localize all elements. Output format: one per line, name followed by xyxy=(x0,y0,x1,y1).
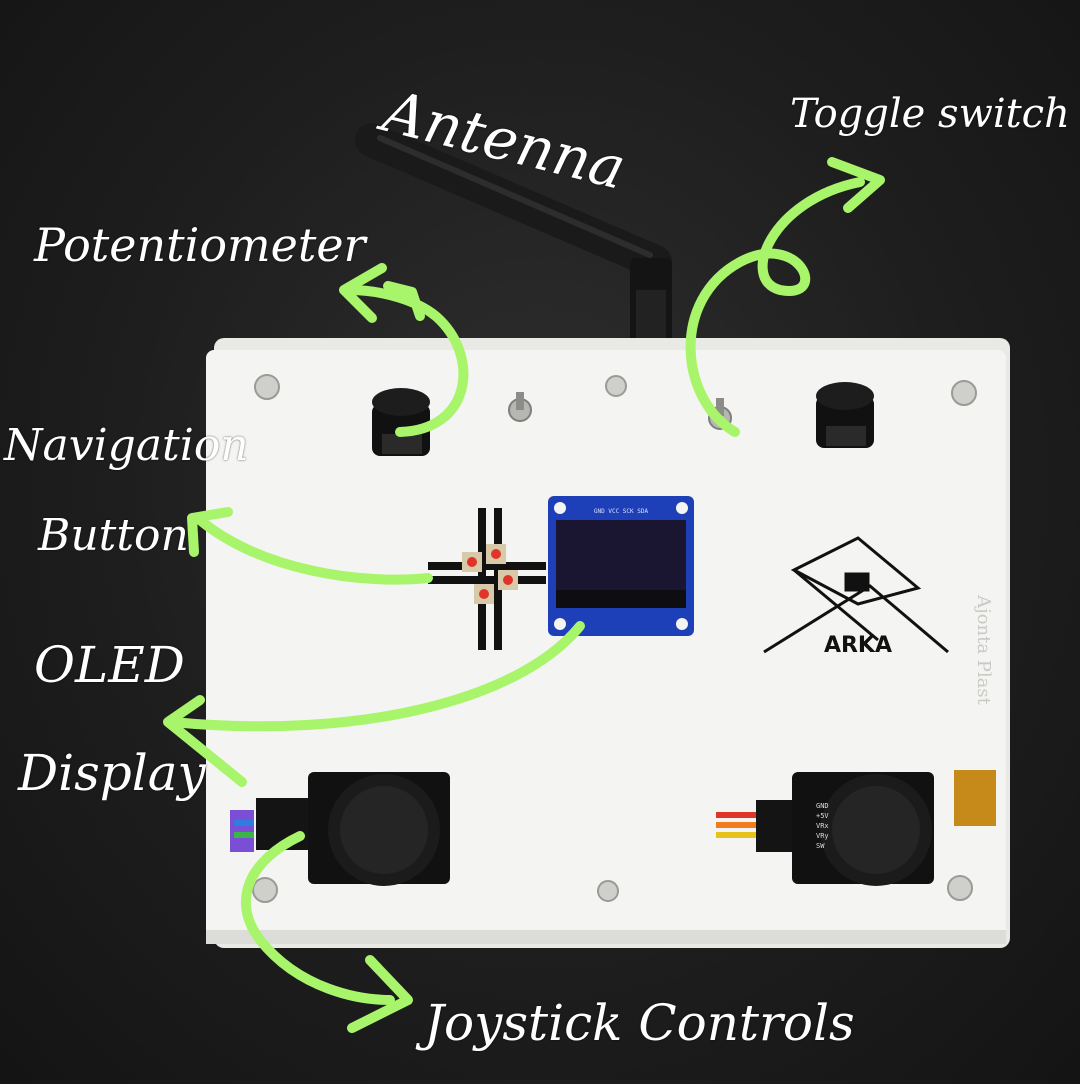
joystick-pin-vrx: VRx xyxy=(816,822,829,830)
potentiometer-arrowhead-2 xyxy=(383,281,425,321)
side-branding-text: Ajonta Plast xyxy=(973,594,994,706)
logo-text: ARKA xyxy=(824,633,892,658)
joystick-arrow xyxy=(240,831,395,1005)
oled-display: GND VCC SCK SDA xyxy=(548,496,694,636)
joystick-pin-vry: VRy xyxy=(816,832,829,840)
oled-arrowhead xyxy=(163,695,247,787)
antenna xyxy=(355,123,672,346)
screws xyxy=(252,374,977,903)
navigation-arrow xyxy=(195,515,433,585)
potentiometer-right xyxy=(816,382,874,448)
small-module xyxy=(954,770,996,826)
label-toggle-switch: Toggle switch xyxy=(790,91,1070,137)
label-oled-line1: OLED xyxy=(34,636,185,694)
potentiometer-arrow xyxy=(345,285,469,437)
joystick-left xyxy=(230,772,450,886)
joystick-pin-sw: SW xyxy=(816,842,825,850)
label-oled-line2: Display xyxy=(18,744,206,802)
label-potentiometer: Potentiometer xyxy=(34,218,366,272)
arka-logo: ARKA xyxy=(763,536,949,658)
potentiometer-arrowhead xyxy=(339,263,387,323)
oled-pin-header: GND VCC SCK SDA xyxy=(594,508,649,515)
toggle-switch-left xyxy=(508,392,532,422)
label-joystick-controls: Joystick Controls xyxy=(424,994,855,1052)
label-navigation-line2: Button xyxy=(38,510,189,561)
joystick-pin-5v: +5V xyxy=(816,812,829,820)
oled-arrow xyxy=(167,621,585,732)
annotation-arrows xyxy=(163,157,885,1033)
potentiometer-left xyxy=(372,388,430,456)
joystick-pin-gnd: GND xyxy=(816,802,829,810)
label-navigation-line1: Navigation xyxy=(4,420,249,471)
toggle-switch-arrow xyxy=(685,177,865,437)
toggle-switch-arrowhead xyxy=(827,157,885,213)
navigation-buttons xyxy=(428,508,546,650)
navigation-arrowhead xyxy=(187,507,233,557)
joystick-right: GND +5V VRx VRy SW xyxy=(716,772,934,886)
joystick-arrowhead xyxy=(347,955,413,1033)
